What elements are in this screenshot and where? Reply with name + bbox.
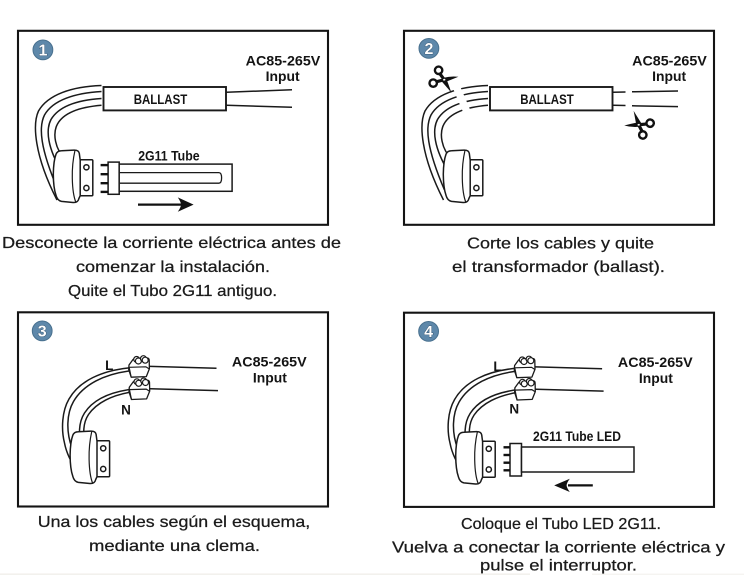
svg-text:Input: Input — [253, 371, 288, 386]
svg-text:Vuelva a conectar la corriente: Vuelva a conectar la corriente eléctrica… — [392, 540, 725, 557]
svg-text:AC85-265V: AC85-265V — [246, 54, 321, 69]
svg-text:el transformador (ballast).: el transformador (ballast). — [452, 259, 665, 276]
svg-text:2G11 Tube LED: 2G11 Tube LED — [533, 429, 621, 444]
svg-text:3: 3 — [38, 324, 47, 341]
svg-text:Coloque el Tubo LED 2G11.: Coloque el Tubo LED 2G11. — [461, 516, 661, 533]
svg-text:Desconecte la corriente eléctr: Desconecte la corriente eléctrica antes … — [2, 235, 341, 252]
svg-text:4: 4 — [424, 324, 433, 341]
svg-text:AC85-265V: AC85-265V — [632, 54, 707, 69]
svg-text:comenzar la instalación.: comenzar la instalación. — [76, 259, 270, 276]
svg-text:Quite el Tubo 2G11 antiguo.: Quite el Tubo 2G11 antiguo. — [68, 283, 277, 300]
svg-text:1: 1 — [38, 43, 47, 60]
svg-text:N: N — [509, 402, 519, 417]
svg-text:Input: Input — [652, 69, 687, 84]
svg-text:Corte los cables y quite: Corte los cables y quite — [467, 236, 654, 253]
svg-text:BALLAST: BALLAST — [134, 92, 188, 107]
svg-text:Una los cables según el esquem: Una los cables según el esquema, — [38, 514, 311, 531]
svg-text:L: L — [105, 358, 113, 373]
svg-text:L: L — [493, 359, 501, 374]
svg-text:Input: Input — [266, 69, 301, 84]
svg-text:AC85-265V: AC85-265V — [232, 354, 307, 369]
svg-text:mediante una clema.: mediante una clema. — [89, 538, 260, 555]
svg-text:2: 2 — [424, 41, 433, 58]
svg-text:2G11 Tube: 2G11 Tube — [138, 149, 200, 164]
svg-text:AC85-265V: AC85-265V — [618, 355, 693, 370]
svg-text:N: N — [121, 403, 131, 418]
svg-text:BALLAST: BALLAST — [520, 92, 574, 107]
svg-text:pulse el interruptor.: pulse el interruptor. — [480, 558, 637, 575]
svg-text:Input: Input — [639, 371, 674, 386]
